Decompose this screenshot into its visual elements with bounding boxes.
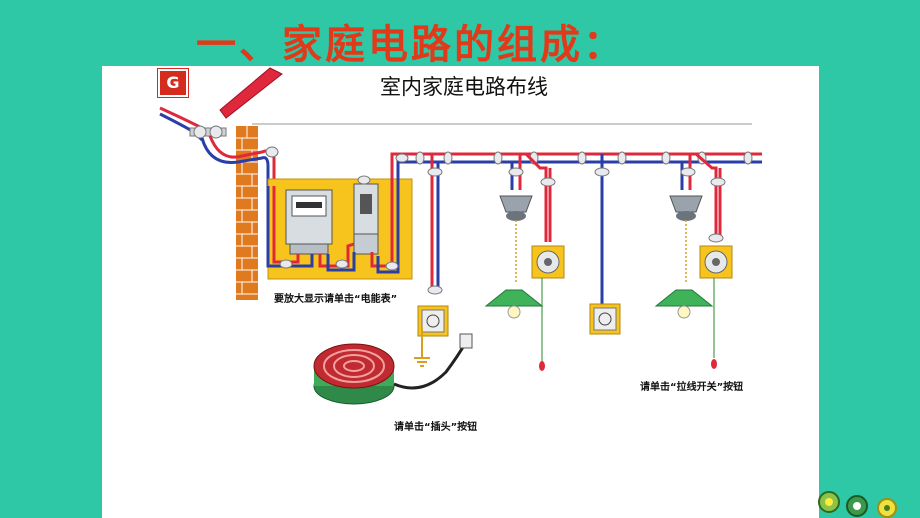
lamp-holder-icon — [499, 195, 533, 221]
branch-socket-1 — [430, 154, 440, 290]
insulator-icon — [427, 167, 443, 177]
diagram-title: 室内家庭电路布线 — [380, 75, 548, 99]
electric-stove-icon — [313, 343, 395, 405]
ground-wire — [414, 328, 430, 367]
branch-lamp-2 — [680, 152, 722, 236]
insulator-icon — [708, 233, 724, 243]
insulator-icon — [189, 125, 227, 139]
stove-cable — [393, 341, 468, 390]
insulator-icon — [279, 153, 409, 271]
pull-cord-knob — [711, 359, 717, 369]
fuse-box-icon — [353, 183, 379, 255]
electric-meter-icon[interactable] — [285, 189, 333, 255]
pendant-lamp-icon — [484, 289, 544, 319]
slide-title: 一、家庭电路的组成： — [196, 22, 626, 68]
logo-icon: G — [157, 68, 189, 98]
insulator-icon — [427, 285, 443, 295]
nav-icons[interactable] — [815, 486, 920, 518]
socket-icon — [589, 303, 621, 335]
pendant-lamp-icon — [654, 289, 714, 319]
nav-icon-home[interactable] — [846, 495, 868, 517]
plug-icon[interactable] — [459, 333, 473, 349]
caption-pullswitch: 请单击“拉线开关”按钮 — [640, 382, 744, 393]
pull-switch-icon[interactable] — [699, 245, 733, 279]
pull-switch-icon[interactable] — [531, 245, 565, 279]
nav-icon-next[interactable] — [877, 498, 897, 518]
caption-plug: 请单击“插头”按钮 — [394, 422, 478, 433]
insulator-icon — [415, 151, 753, 165]
insulator-icon — [680, 167, 696, 177]
wiring-diagram — [159, 67, 762, 405]
nav-icon-back[interactable] — [818, 491, 840, 513]
brick-wall — [236, 126, 258, 300]
insulator-icon — [594, 167, 610, 177]
lamp-holder-icon — [669, 195, 703, 221]
pull-cord-knob — [539, 361, 545, 371]
caption-meter: 要放大显示请单击“电能表” — [274, 294, 398, 305]
roof-icon — [219, 67, 283, 119]
insulator-icon — [540, 177, 556, 187]
insulator-icon — [710, 177, 726, 187]
insulator-icon — [265, 146, 279, 158]
insulator-icon — [508, 167, 524, 177]
diagram-panel: G 室内家庭电路布线 — [102, 66, 819, 518]
